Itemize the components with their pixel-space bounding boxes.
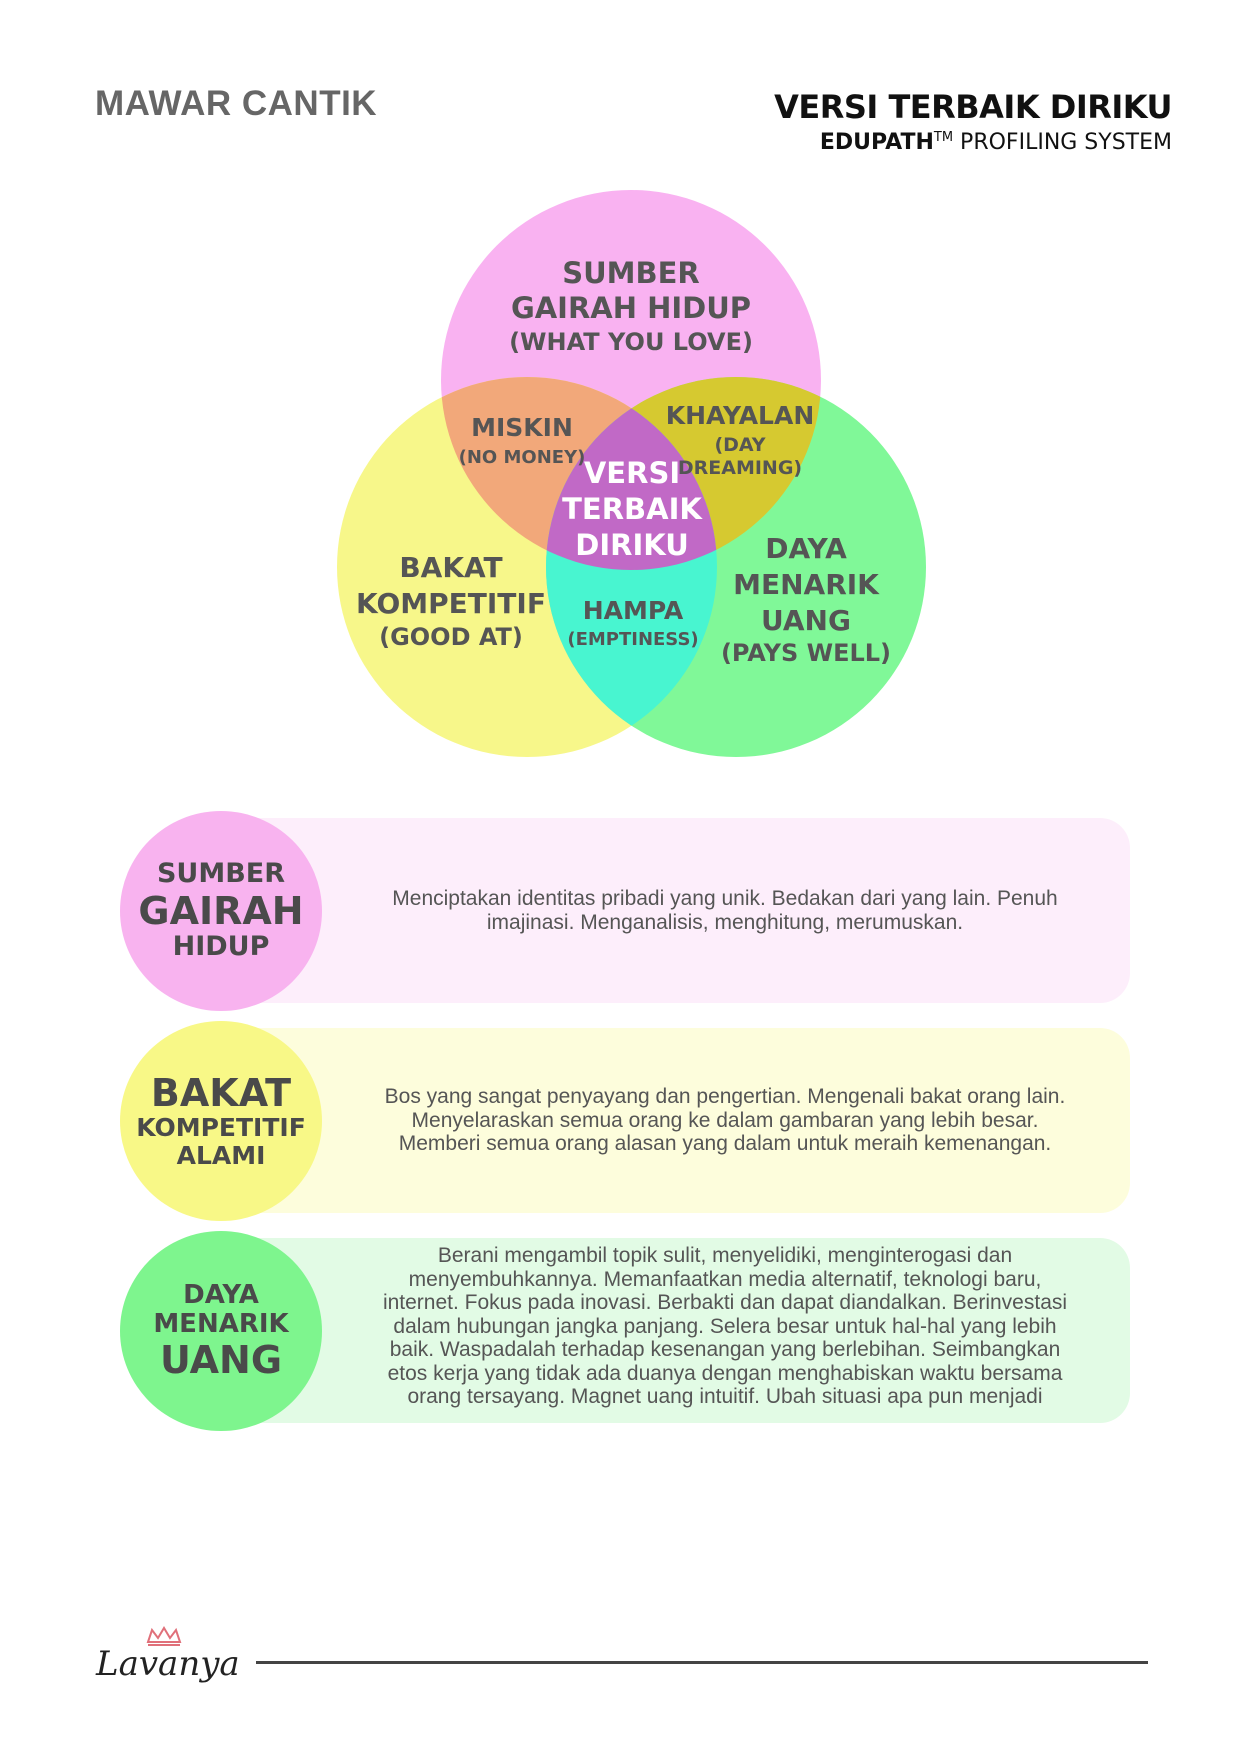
venn-right-line4: (PAYS WELL)	[721, 639, 891, 667]
brand-logo: Lavanya	[95, 1626, 240, 1684]
description-line: orang tersayang. Magnet uang intuitif. U…	[407, 1385, 1043, 1408]
card-gairah-background	[230, 818, 1130, 1003]
card-bakat-bubble-line2: KOMPETITIF	[136, 1113, 306, 1143]
venn-center-line1: VERSI	[584, 456, 680, 490]
description-line: Memberi semua orang alasan yang dalam un…	[398, 1132, 1052, 1156]
venn-top-line3: (WHAT YOU LOVE)	[509, 328, 753, 356]
venn-right-line2: MENARIK	[733, 568, 880, 601]
venn-topright-line2: (DAY	[714, 434, 765, 456]
card-gairah-bubble-line1: SUMBER	[156, 858, 286, 890]
card-uang-bubble: DAYA MENARIK UANG	[120, 1231, 322, 1431]
card-bakat-bubble: BAKAT KOMPETITIF ALAMI	[120, 1021, 322, 1221]
card-bakat-bubble-line1: BAKAT	[150, 1070, 292, 1115]
venn-left-line2: KOMPETITIF	[356, 587, 546, 620]
description-line: menyembuhkannya. Memanfaatkan media alte…	[408, 1267, 1042, 1291]
venn-bottom-line1: HAMPA	[583, 596, 684, 625]
venn-topleft-line1: MISKIN	[471, 413, 573, 442]
card-gairah-bubble: SUMBER GAIRAH HIDUP	[120, 811, 322, 1011]
card-uang-background	[230, 1238, 1130, 1423]
description-line: etos kerja yang tidak ada duanya dengan …	[387, 1361, 1063, 1385]
description-line: Bos yang sangat penyayang dan pengertian…	[384, 1085, 1066, 1109]
logo-text: Lavanya	[95, 1644, 240, 1684]
footer-divider	[256, 1661, 1148, 1664]
venn-topright-line3: DREAMING)	[678, 457, 802, 479]
card-bakat-description: Bos yang sangat penyayang dan pengertian…	[340, 1028, 1110, 1213]
description-line: Menciptakan identitas pribadi yang unik.…	[392, 887, 1058, 910]
description-line: imajinasi. Menganalisis, menghitung, mer…	[486, 910, 964, 934]
venn-overlap-center	[546, 377, 717, 570]
card-uang-bubble-line3: UANG	[159, 1337, 283, 1382]
page-title: VERSI TERBAIK DIRIKU	[774, 88, 1172, 126]
page-subtitle: EDUPATHTM PROFILING SYSTEM	[820, 130, 1172, 155]
venn-topleft-line2: (NO MONEY)	[459, 447, 586, 468]
description-line: Menyelaraskan semua orang ke dalam gamba…	[411, 1108, 1039, 1132]
venn-topright-line1: KHAYALAN	[666, 401, 815, 430]
description-line: internet. Fokus pada inovasi. Berbakti d…	[382, 1291, 1068, 1314]
card-uang-description: Berani mengambil topik sulit, menyelidik…	[340, 1244, 1110, 1424]
venn-top-line1: SUMBER	[562, 256, 700, 290]
venn-top-line2: GAIRAH HIDUP	[511, 291, 751, 325]
description-line: baik. Waspadalah terhadap kesenangan yan…	[389, 1338, 1061, 1361]
venn-right-line3: UANG	[761, 604, 851, 637]
venn-left-line1: BAKAT	[399, 551, 502, 584]
venn-right-line1: DAYA	[765, 532, 847, 565]
card-gairah-description: Menciptakan identitas pribadi yang unik.…	[340, 818, 1110, 1003]
crown-icon	[146, 1626, 182, 1646]
subtitle-tm: TM	[933, 130, 954, 145]
profile-name: MAWAR CANTIK	[95, 84, 378, 123]
card-bakat-bubble-line3: ALAMI	[176, 1141, 266, 1171]
venn-left-line3: (GOOD AT)	[379, 623, 523, 651]
description-line: dalam hubungan jangka panjang. Selera be…	[393, 1314, 1057, 1338]
subtitle-brand: EDUPATH	[819, 130, 934, 155]
card-gairah-bubble-line3: HIDUP	[172, 931, 270, 963]
card-gairah-bubble-line2: GAIRAH	[138, 888, 304, 933]
card-bakat-background	[230, 1028, 1130, 1213]
card-uang-bubble-line1: DAYA	[183, 1279, 259, 1310]
card-uang-bubble-line2: MENARIK	[153, 1308, 289, 1339]
venn-center-line3: DIRIKU	[575, 528, 689, 562]
description-line: Berani mengambil topik sulit, menyelidik…	[437, 1244, 1013, 1267]
venn-diagram: SUMBER GAIRAH HIDUP (WHAT YOU LOVE) BAKA…	[337, 190, 926, 757]
subtitle-rest: PROFILING SYSTEM	[953, 130, 1172, 155]
venn-bottom-line2: (EMPTINESS)	[567, 629, 698, 650]
venn-center-line2: TERBAIK	[562, 492, 703, 526]
